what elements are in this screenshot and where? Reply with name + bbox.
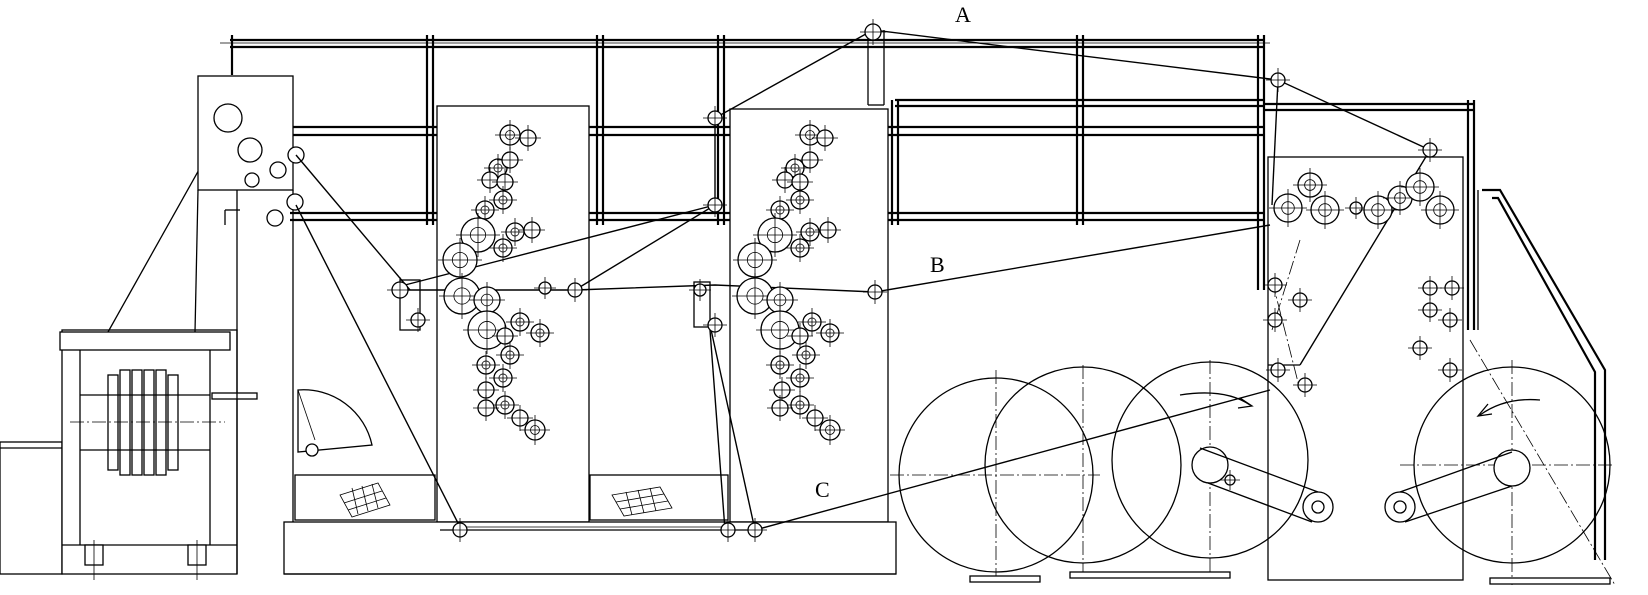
roller (520, 415, 550, 445)
roller (1220, 470, 1240, 490)
roller (1345, 197, 1367, 219)
roller (1438, 358, 1462, 382)
roller (1293, 373, 1317, 397)
roller (766, 351, 794, 379)
roller (448, 518, 472, 542)
roller (519, 217, 545, 243)
roller (753, 213, 797, 257)
roller (489, 186, 517, 214)
roller (491, 391, 519, 419)
roller (802, 405, 828, 431)
roller (812, 125, 838, 151)
roller (507, 405, 533, 431)
roller (767, 395, 793, 421)
roller (1269, 189, 1307, 227)
roller (489, 234, 517, 262)
roller (795, 120, 825, 150)
label-a: A (955, 2, 971, 27)
mesh-area-1 (339, 482, 391, 518)
roller (1288, 288, 1312, 312)
roller (815, 415, 845, 445)
roller (1438, 308, 1462, 332)
roller (473, 395, 499, 421)
roller (1293, 168, 1327, 202)
roller (472, 351, 500, 379)
roller (1418, 138, 1442, 162)
roller (797, 147, 823, 173)
roller (786, 186, 814, 214)
roller (815, 217, 841, 243)
base-frame (283, 521, 897, 575)
roller (506, 308, 534, 336)
label-b: B (930, 252, 945, 277)
roller (463, 306, 511, 354)
roller (716, 518, 740, 542)
roller (1306, 191, 1344, 229)
roller (438, 238, 482, 282)
print-unit-1 (294, 105, 590, 523)
rollers (387, 19, 1464, 542)
label-c: C (815, 477, 830, 502)
roller (1408, 336, 1432, 360)
roller (456, 213, 500, 257)
roller (1359, 191, 1397, 229)
roller (534, 277, 556, 299)
rewind-unit (1267, 156, 1607, 581)
roller (1266, 358, 1290, 382)
feed-unit (0, 117, 258, 580)
roller (1263, 273, 1287, 297)
roller (766, 196, 794, 224)
infeed-column (197, 75, 373, 574)
roller (1263, 308, 1287, 332)
roller (387, 277, 413, 303)
roller (406, 308, 430, 332)
roller (786, 391, 814, 419)
roller (563, 278, 587, 302)
roller (703, 106, 727, 130)
roller (796, 218, 824, 246)
mesh-area-2 (611, 486, 673, 517)
wound-rolls (890, 339, 1616, 586)
roller (489, 364, 517, 392)
roller (689, 279, 711, 301)
roller (497, 147, 523, 173)
roller (816, 319, 844, 347)
roller (743, 518, 767, 542)
roller (703, 313, 727, 337)
roller (1266, 68, 1290, 92)
roller (792, 341, 820, 369)
roller (1421, 191, 1459, 229)
roller (769, 377, 795, 403)
roller (515, 125, 541, 151)
roller (863, 280, 887, 304)
roller (1418, 298, 1442, 322)
roller (496, 341, 524, 369)
roller (526, 319, 554, 347)
roller (703, 193, 727, 217)
roller (787, 323, 813, 349)
roller (860, 19, 886, 45)
roller (798, 308, 826, 336)
roller (1440, 276, 1464, 300)
roller (492, 323, 518, 349)
roller (492, 169, 518, 195)
roller (786, 234, 814, 262)
roller (1418, 276, 1442, 300)
roller (1401, 168, 1439, 206)
roller (786, 364, 814, 392)
